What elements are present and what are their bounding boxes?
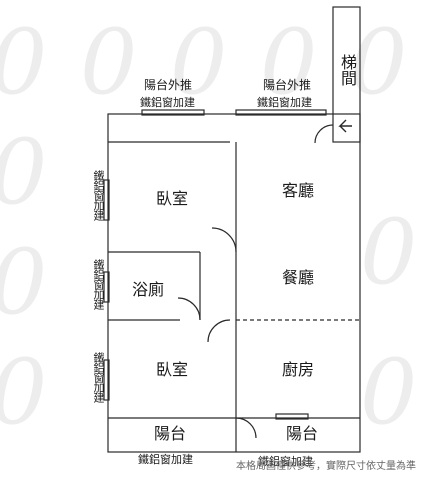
window-top-left <box>141 109 205 116</box>
room-kitchen: 廚房 <box>282 362 315 379</box>
entrance-arrow <box>338 119 352 133</box>
window-left-3 <box>103 359 110 401</box>
room-balcony-left: 陽台 <box>154 426 187 443</box>
watermark-mark: 0 <box>80 10 138 115</box>
note-window-top-left: 鐵鋁窗加建 <box>140 97 195 109</box>
door-bedroom-top <box>211 227 237 253</box>
room-bathroom: 浴廁 <box>132 282 165 299</box>
room-living: 客廳 <box>282 183 315 200</box>
unit-outer-wall <box>107 113 361 453</box>
watermark-mark: 0 <box>360 340 418 445</box>
note-window-left-1: 鐵鋁窗加建 <box>92 170 104 220</box>
note-push-out-left: 陽台外推 <box>144 78 193 92</box>
watermark-mark: 0 <box>360 200 418 305</box>
room-bedroom-top: 臥室 <box>156 191 189 208</box>
room-bedroom-bottom: 臥室 <box>156 362 189 379</box>
door-kitchen-balcony <box>235 417 257 439</box>
room-dining: 餐廳 <box>282 270 315 287</box>
watermark-mark: 0 <box>170 10 228 115</box>
room-balcony-right: 陽台 <box>286 426 319 443</box>
note-window-bottom-left: 鐵鋁窗加建 <box>138 454 193 466</box>
disclaimer-text: 本格局圖僅供參考，實際尺寸依丈量為準 <box>236 461 416 472</box>
label-stairwell: 梯間 <box>338 54 355 86</box>
window-kitchen-balcony <box>275 413 309 420</box>
window-left-2 <box>103 271 110 303</box>
stairwell-outline <box>332 6 361 143</box>
door-bedroom-bottom <box>207 319 231 343</box>
note-window-top-right: 鐵鋁窗加建 <box>257 97 312 109</box>
window-top-right <box>235 109 327 116</box>
door-entrance <box>314 124 334 144</box>
note-push-out-right: 陽台外推 <box>263 78 312 92</box>
note-window-left-3: 鐵鋁窗加建 <box>92 352 104 402</box>
watermark-mark: 0 <box>260 10 318 115</box>
watermark-mark: 0 <box>0 340 47 445</box>
watermark-mark: 0 <box>0 230 47 335</box>
watermark-mark: 0 <box>0 120 47 225</box>
note-window-bottom-right: 鐵鋁窗加建 <box>258 456 313 468</box>
window-left-1 <box>103 179 110 221</box>
watermark-mark: 0 <box>0 10 47 115</box>
note-window-left-2: 鐵鋁窗加建 <box>92 259 104 309</box>
door-bathroom <box>177 297 201 321</box>
